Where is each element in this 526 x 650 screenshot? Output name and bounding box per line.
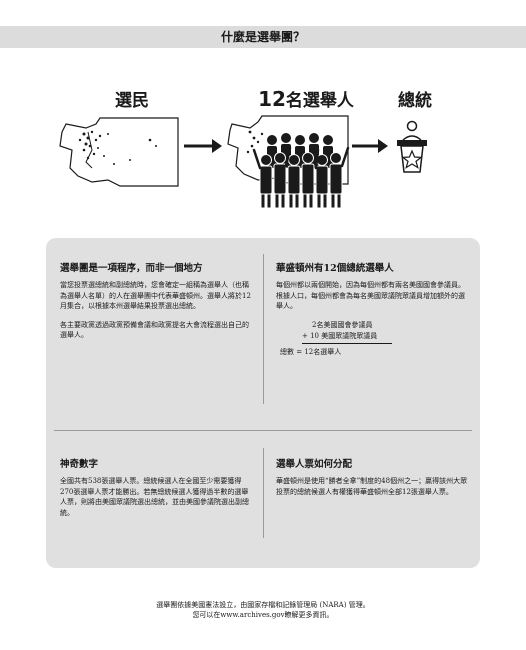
section-heading: 華盛頓州有12個總統選舉人 xyxy=(276,263,394,274)
electors-calculation: 2名美國國會參議員 + 10 美國眾議院眾議員 總數 = 12名選舉人 xyxy=(276,320,468,358)
section-magic-number: 神奇數字 全國共有538張選舉人票。總統候選人在全國至少需要獲得270張選舉人票… xyxy=(60,456,252,526)
vertical-divider xyxy=(263,448,264,538)
representatives-line: + 10 美國眾議院眾議員 xyxy=(302,331,378,340)
footer-note: 選舉團依據美國憲法設立，由國家存檔和記錄管理局 (NARA) 管理。 xyxy=(156,601,370,609)
section-heading: 選舉人票如何分配 xyxy=(276,459,353,470)
sum-rule xyxy=(302,342,392,344)
section-paragraph: 各主要政黨透過政黨預備會議和政黨提名大會流程選出自己的選舉人。 xyxy=(60,320,249,340)
footer-link-text: 您可以在www.archives.gov瞭解更多資訊。 xyxy=(192,611,334,619)
podium-star-icon xyxy=(397,120,427,173)
section-paragraph: 每個州都以兩個開始，因為每個州都有兩名美國國會參議員。根據人口，每個州都會為每名… xyxy=(276,281,465,310)
section-electors: 華盛頓州有12個總統選舉人 每個州都以兩個開始，因為每個州都有兩名美國國會參議員… xyxy=(276,260,468,358)
section-paragraph: 全國共有538張選舉人票。總統候選人在全國至少需要獲得270張選舉人票才能勝出。… xyxy=(60,477,249,517)
section-heading: 神奇數字 xyxy=(60,459,99,470)
electors-group-icon xyxy=(227,115,350,209)
arrow-right-icon xyxy=(352,139,388,153)
senators-line: 2名美國國會參議員 xyxy=(312,320,373,329)
washington-state-map-icon xyxy=(59,117,179,187)
section-heading: 選舉團是一項程序，而非一個地方 xyxy=(60,263,203,274)
section-paragraph: 當您投票選總統和副總統時，您會確定一組稱為選舉人（也稱為選舉人名單）的人在選舉團… xyxy=(60,281,251,310)
electors-number: 12 xyxy=(258,87,286,111)
voters-to-president-diagram xyxy=(59,115,427,209)
president-label: 總統 xyxy=(398,91,432,111)
section-process: 選舉團是一項程序，而非一個地方 當您投票選總統和副總統時，您會確定一組稱為選舉人… xyxy=(60,260,252,349)
voters-label: 選民 xyxy=(115,91,149,111)
section-allocation: 選舉人票如何分配 華盛頓州是使用“勝者全拿”制度的48個州之一；贏得該州大眾投票… xyxy=(276,456,468,505)
electors-text: 名選舉人 xyxy=(285,91,354,111)
section-paragraph: 華盛頓州是使用“勝者全拿”制度的48個州之一；贏得該州大眾投票的總統候選人有權獲… xyxy=(276,477,468,496)
vertical-divider xyxy=(263,254,264,404)
total-line: 總數 = 12名選舉人 xyxy=(280,347,342,356)
info-panel: 選舉團是一項程序，而非一個地方 當您投票選總統和副總統時，您會確定一組稱為選舉人… xyxy=(46,238,480,568)
electors-label: 12名選舉人 xyxy=(236,86,376,111)
horizontal-divider xyxy=(54,430,472,431)
page-title: 什麼是選舉團？ xyxy=(0,26,526,48)
arrow-right-icon xyxy=(184,139,222,153)
